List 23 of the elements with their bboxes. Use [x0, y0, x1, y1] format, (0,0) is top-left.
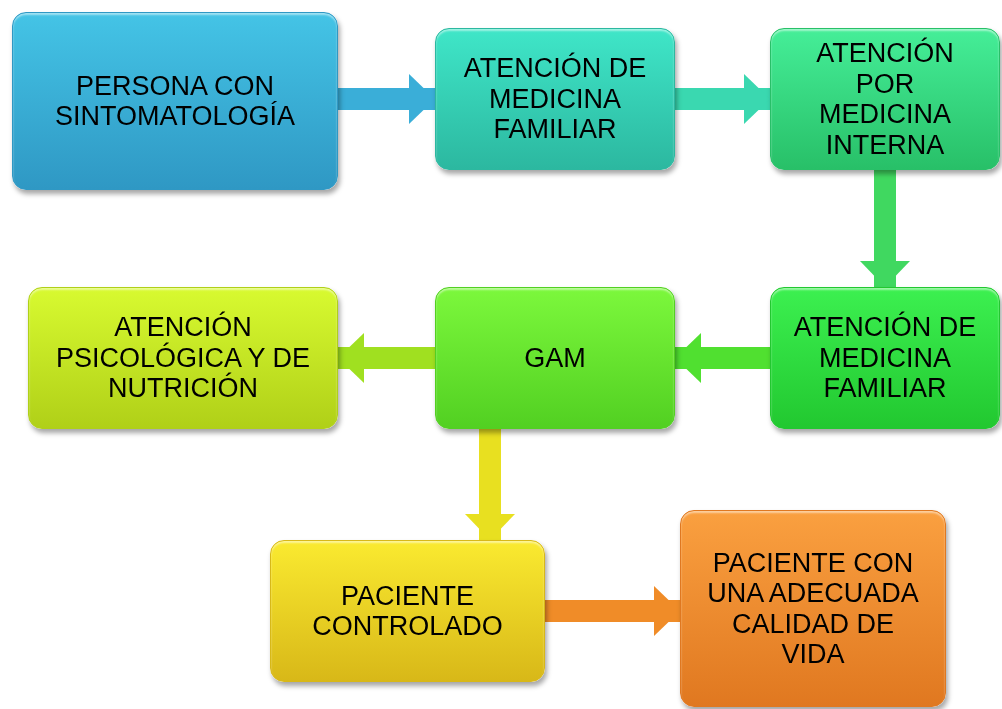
block-arrow	[338, 333, 435, 383]
process-box	[435, 287, 675, 429]
block-arrow	[465, 429, 515, 540]
box-label: PACIENTE CON UNA ADECUADA CALIDAD DE VIDA	[706, 547, 920, 670]
box-label: ATENCIÓN PSICOLÓGICA Y DE NUTRICIÓN	[54, 312, 312, 404]
process-box	[12, 12, 338, 190]
block-arrow	[860, 170, 910, 287]
process-box	[770, 28, 1000, 170]
box-label: ATENCIÓN POR MEDICINA INTERNA	[815, 38, 955, 160]
block-arrow	[675, 333, 770, 383]
block-arrow	[338, 74, 435, 124]
process-box	[680, 510, 946, 707]
process-box	[770, 287, 1000, 429]
box-label: PACIENTE CONTROLADO	[311, 580, 504, 642]
box-label: GAM	[524, 342, 586, 374]
block-arrow	[675, 74, 770, 124]
box-label: ATENCIÓN DE MEDICINA FAMILIAR	[462, 53, 648, 145]
process-box	[270, 540, 545, 682]
process-box	[435, 28, 675, 170]
box-label: ATENCIÓN DE MEDICINA FAMILIAR	[792, 312, 978, 404]
block-arrow	[545, 586, 680, 636]
process-box	[28, 287, 338, 429]
box-label: PERSONA CON SINTOMATOLOGÍA	[53, 70, 296, 132]
